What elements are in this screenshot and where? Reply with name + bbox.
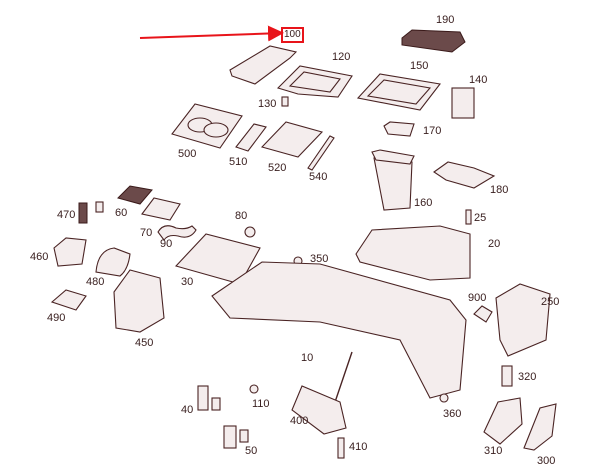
part-520 bbox=[260, 121, 324, 158]
part-30 bbox=[174, 233, 261, 285]
part-490 bbox=[50, 289, 87, 311]
part-450 bbox=[113, 269, 165, 333]
part-label-190[interactable]: 190 bbox=[436, 14, 455, 26]
part-310 bbox=[483, 397, 523, 445]
part-label-460[interactable]: 460 bbox=[30, 251, 49, 263]
part-250 bbox=[495, 283, 551, 357]
part-label-450[interactable]: 450 bbox=[135, 337, 154, 349]
part-label-60[interactable]: 60 bbox=[115, 207, 128, 219]
part-label-20[interactable]: 20 bbox=[488, 238, 501, 250]
part-label-510[interactable]: 510 bbox=[229, 156, 248, 168]
part-500 bbox=[171, 103, 243, 149]
part-label-480[interactable]: 480 bbox=[86, 276, 105, 288]
part-480 bbox=[95, 247, 131, 277]
part-60 bbox=[117, 185, 153, 205]
highlight-arrow bbox=[139, 25, 284, 42]
part-300 bbox=[523, 403, 557, 451]
part-360 bbox=[439, 393, 449, 403]
part-label-110[interactable]: 110 bbox=[252, 398, 270, 410]
part-320 bbox=[501, 365, 513, 387]
part-label-160[interactable]: 160 bbox=[414, 197, 433, 209]
part-90 bbox=[157, 225, 197, 241]
part-label-900[interactable]: 900 bbox=[468, 292, 487, 304]
part-190 bbox=[401, 29, 466, 53]
part-label-150[interactable]: 150 bbox=[410, 60, 429, 72]
part-label-80[interactable]: 80 bbox=[235, 210, 248, 222]
part-label-520[interactable]: 520 bbox=[268, 162, 287, 174]
part-130 bbox=[281, 96, 289, 107]
part-40 bbox=[197, 385, 221, 411]
part-label-470[interactable]: 470 bbox=[57, 209, 76, 221]
part-120 bbox=[276, 65, 353, 98]
part-label-140[interactable]: 140 bbox=[469, 74, 488, 86]
part-label-350[interactable]: 350 bbox=[310, 253, 329, 265]
part-label-70[interactable]: 70 bbox=[140, 227, 153, 239]
part-470 bbox=[78, 201, 104, 224]
part-label-490[interactable]: 490 bbox=[47, 312, 66, 324]
part-label-120[interactable]: 120 bbox=[332, 51, 351, 63]
part-140 bbox=[451, 87, 475, 119]
part-70 bbox=[141, 197, 181, 221]
part-460 bbox=[53, 237, 87, 267]
part-label-130[interactable]: 130 bbox=[258, 98, 277, 110]
part-100 bbox=[229, 45, 298, 85]
part-label-10[interactable]: 10 bbox=[301, 352, 314, 364]
part-label-100-highlighted[interactable]: 100 bbox=[281, 27, 304, 43]
part-label-180[interactable]: 180 bbox=[490, 184, 509, 196]
part-label-400[interactable]: 400 bbox=[290, 415, 309, 427]
part-510 bbox=[235, 123, 267, 152]
part-label-500[interactable]: 500 bbox=[178, 148, 197, 160]
part-110 bbox=[249, 384, 259, 394]
part-540 bbox=[307, 135, 335, 171]
part-label-540[interactable]: 540 bbox=[309, 171, 328, 183]
part-label-170[interactable]: 170 bbox=[423, 125, 442, 137]
part-label-90[interactable]: 90 bbox=[160, 238, 173, 250]
part-150 bbox=[356, 73, 441, 111]
part-170 bbox=[383, 121, 415, 137]
part-80 bbox=[244, 226, 256, 238]
part-label-25[interactable]: 25 bbox=[474, 212, 487, 224]
part-label-410[interactable]: 410 bbox=[349, 441, 368, 453]
part-label-320[interactable]: 320 bbox=[518, 371, 537, 383]
part-label-30[interactable]: 30 bbox=[181, 276, 194, 288]
part-label-250[interactable]: 250 bbox=[541, 296, 560, 308]
part-50 bbox=[223, 425, 249, 449]
part-20 bbox=[355, 225, 471, 281]
part-900 bbox=[473, 305, 493, 323]
part-label-360[interactable]: 360 bbox=[443, 408, 462, 420]
part-10 bbox=[211, 261, 467, 399]
part-160 bbox=[371, 149, 415, 211]
part-label-310[interactable]: 310 bbox=[484, 445, 503, 457]
part-400 bbox=[291, 385, 347, 435]
part-25 bbox=[465, 209, 472, 225]
part-label-40[interactable]: 40 bbox=[181, 404, 194, 416]
part-label-300[interactable]: 300 bbox=[537, 455, 556, 467]
part-label-50[interactable]: 50 bbox=[245, 445, 258, 457]
part-180 bbox=[433, 161, 496, 189]
part-410 bbox=[337, 437, 345, 459]
